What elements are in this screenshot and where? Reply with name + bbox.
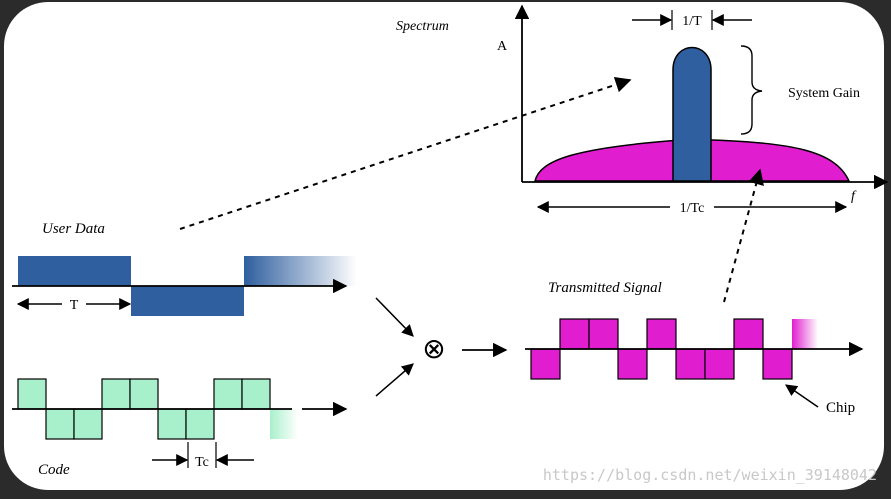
transmitted-chip: [617, 348, 648, 380]
code-chip: [45, 408, 75, 440]
chip-pointer-arrow: [785, 384, 819, 408]
transmitted-waveform: Transmitted Signal Chip: [525, 280, 864, 416]
transmitted-bars: [530, 318, 818, 380]
code-label: Code: [38, 462, 70, 478]
user-data-waveform: User Data T: [12, 221, 357, 316]
code-chip: [270, 409, 298, 439]
user-data-label: User Data: [42, 221, 105, 237]
system-gain-brace: [740, 45, 763, 135]
user-data-bit: [244, 256, 357, 286]
panel: [4, 2, 884, 490]
code-chip: [17, 378, 47, 410]
code-chip: [241, 378, 271, 410]
transmitted-to-spectrum-arrow: [723, 168, 764, 303]
user-data-bit: [18, 256, 131, 286]
frequency-label: f: [851, 189, 857, 204]
code-chip: [129, 378, 159, 410]
spectrum-plot: Spectrum A f 1/T 1/Tc System Gain: [396, 4, 889, 216]
multiplier-symbol: ⊗: [422, 334, 445, 365]
transmitted-chip: [675, 348, 706, 380]
code-chip: [157, 408, 187, 440]
transmitted-chip: [559, 318, 590, 350]
system-gain-label: System Gain: [788, 86, 860, 101]
code-chip: [213, 378, 243, 410]
bit-period-label: T: [70, 298, 79, 313]
transmitted-chip: [530, 348, 561, 380]
chip-bw-label-bg: [670, 199, 714, 215]
transmitted-chip: [733, 318, 764, 350]
code-waveform: Code Tc: [12, 378, 348, 478]
code-chip: [73, 408, 103, 440]
amplitude-label: A: [497, 39, 508, 54]
transmitted-chip: [792, 319, 818, 349]
transmitted-chip: [588, 318, 619, 350]
user-data-bars: [18, 256, 357, 316]
transmitted-chip: [704, 348, 735, 380]
transmitted-signal-label: Transmitted Signal: [548, 280, 662, 296]
spectrum-title: Spectrum: [396, 19, 449, 34]
chip-bandwidth-label: 1/Tc: [680, 201, 705, 216]
code-chip: [101, 378, 131, 410]
transmitted-chip: [646, 318, 677, 350]
user-data-into-mixer-arrow: [375, 297, 414, 337]
data-bandwidth-label: 1/T: [682, 14, 702, 29]
data-spectrum: [672, 46, 712, 182]
watermark: https://blog.csdn.net/weixin_39148042: [543, 466, 877, 484]
code-chip: [185, 408, 215, 440]
user-data-bit: [131, 286, 244, 316]
code-into-mixer-arrow: [375, 363, 414, 397]
chip-label: Chip: [826, 400, 855, 416]
transmitted-chip: [762, 348, 793, 380]
multiplier: ⊗: [375, 297, 508, 397]
chip-period-label: Tc: [195, 455, 209, 470]
